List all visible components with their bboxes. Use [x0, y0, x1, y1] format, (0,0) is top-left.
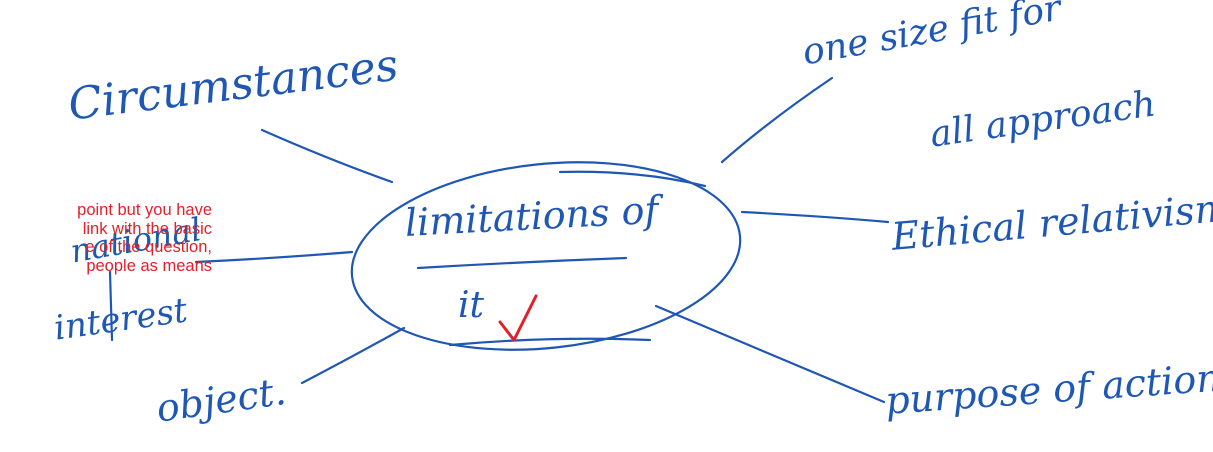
branch-line-one-size: [720, 76, 834, 164]
comment-line: people as means: [86, 256, 212, 275]
branch-line-purpose: [654, 304, 886, 404]
center-subtitle: it: [458, 285, 484, 326]
tick-mark: [498, 294, 538, 342]
marker-comment: point but you have link with the basic e…: [0, 201, 212, 275]
branch-line-ethical: [740, 210, 890, 224]
comment-line: point but you have: [77, 201, 212, 219]
comment-line: link with the basic: [82, 219, 212, 238]
center-underline: [416, 256, 628, 270]
branch-line-national: [194, 250, 354, 264]
branch-line-circumstances: [260, 128, 394, 184]
bottom-underline: [448, 337, 652, 347]
interest-stroke: [108, 270, 114, 342]
branch-line-object: [300, 326, 406, 385]
center-ellipse: [350, 161, 742, 351]
ellipse-overstroke: [558, 170, 707, 188]
comment-line: e of the question,: [85, 238, 212, 256]
